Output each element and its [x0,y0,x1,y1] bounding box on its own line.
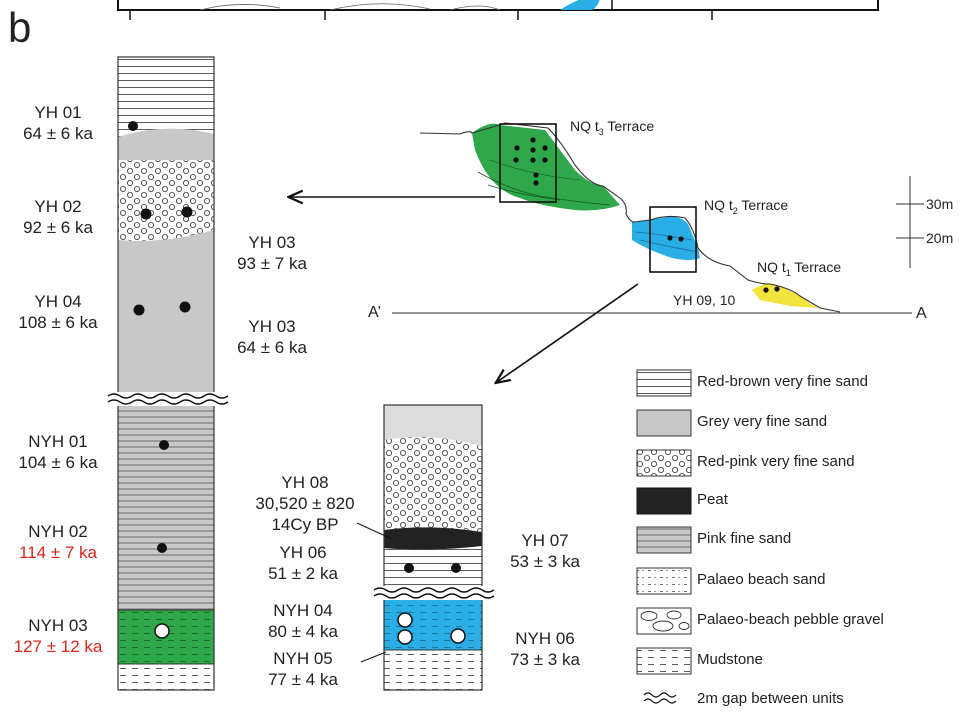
sample-dot [667,235,673,241]
sample-dot [763,287,769,293]
left-mudstone-unit [118,664,214,690]
sample-dot [133,304,145,316]
t3-terrace-body [472,123,620,211]
sample-dot [404,563,414,573]
legend-label: Red-pink very fine sand [697,453,855,470]
sample-dot [128,121,138,131]
legend-item: Palaeo-beach pebble gravel [636,607,956,635]
left-grey-unit [118,230,214,394]
left-pink-unit [118,404,214,610]
right-red-brown-unit [384,546,482,588]
label-t1-samples: YH 09, 10 [673,292,736,308]
gap-symbol [373,587,495,593]
sample-dot [181,206,193,218]
legend-item: Grey very fine sand [636,409,956,437]
right-stratigraphic-column [356,404,495,691]
label-nyh04: NYH 04 80 ± 4 ka [268,601,338,641]
label-yh08: YH 08 30,520 ± 820 14Cy BP [255,473,355,534]
legend-item: 2m gap between units [636,686,956,714]
legend-label: Grey very fine sand [697,413,828,430]
t3-sample-box [499,123,557,203]
palaeo-sand-icon [636,567,692,595]
grey-icon [636,409,692,437]
right-red-pink-unit [384,437,482,532]
pebble-icon [636,607,692,635]
t1-terrace-body [752,283,818,308]
legend-label: Palaeo-beach pebble gravel [697,611,884,628]
sample-dot [157,543,167,553]
right-grey-unit [384,405,482,446]
label-nyh01: NYH 01 104 ± 6 ka [18,432,98,472]
scale-label-30m: 30m [926,196,954,212]
label-yh01: YH 01 64 ± 6 ka [23,103,93,143]
label-nyh03: NYH 03 127 ± 12 ka [13,616,103,656]
label-yh03-a: YH 03 93 ± 7 ka [237,233,307,273]
label-t1-terrace: NQ t1 Terrace [757,259,842,278]
left-grey-top-unit [118,128,214,160]
label-yh07: YH 07 53 ± 3 ka [510,531,580,571]
sample-dot [451,563,461,573]
label-nyh06: NYH 06 73 ± 3 ka [510,629,580,669]
legend-label: Palaeo beach sand [697,571,826,588]
peat-icon [636,487,692,515]
legend-item: Mudstone [636,647,956,675]
sample-open-dot [450,628,466,644]
label-nyh05: NYH 05 77 ± 4 ka [268,649,338,689]
mudstone-icon [636,647,692,675]
t2-sample-box [649,206,697,273]
label-t3-terrace: NQ t3 Terrace [570,118,655,137]
legend-item: Red-pink very fine sand [636,449,956,477]
legend-label: Pink fine sand [697,530,792,547]
sample-dot [179,301,191,313]
label-yh03-b: YH 03 64 ± 6 ka [237,317,307,357]
legend-item: Peat [636,487,956,515]
sample-open-dot [397,612,413,628]
label-yh04: YH 04 108 ± 6 ka [18,292,98,332]
label-yh06: YH 06 51 ± 2 ka [268,543,338,583]
legend-label: Mudstone [697,651,763,668]
red-pink-icon [636,449,692,477]
right-peat-unit [384,527,482,550]
panel-label: b [8,4,32,51]
section-end-a-prime: A’ [368,304,382,321]
gap-icon [643,692,677,704]
gap-symbol [107,393,229,399]
top-map-strip [117,0,879,20]
t2-terrace-body [632,216,700,260]
leader-line [356,522,393,540]
label-yh02: YH 02 92 ± 6 ka [23,197,93,237]
legend-label: Red-brown very fine sand [697,373,868,390]
terrace-profile [392,122,924,314]
sample-open-dot [397,629,413,645]
sample-dot [159,440,169,450]
sample-dot [530,137,536,143]
left-red-pink-unit [118,160,214,241]
scale-label-20m: 20m [926,230,954,246]
legend-item: Palaeo beach sand [636,567,956,595]
red-brown-icon [636,369,692,397]
leader-line [360,651,387,663]
label-nyh02: NYH 02 114 ± 7 ka [18,522,97,562]
label-t2-terrace: NQ t2 Terrace [704,197,789,216]
section-end-a: A [916,305,927,322]
legend-label: 2m gap between units [697,690,844,707]
arrow-to-right-column [497,283,639,382]
sample-dot [140,208,152,220]
legend-item: Red-brown very fine sand [636,369,956,397]
sample-open-dot [154,623,170,639]
left-stratigraphic-column [107,56,229,691]
pink-icon [636,526,692,554]
right-mudstone-unit [384,650,482,690]
legend-item: Pink fine sand [636,526,956,554]
legend-label: Peat [697,491,728,508]
